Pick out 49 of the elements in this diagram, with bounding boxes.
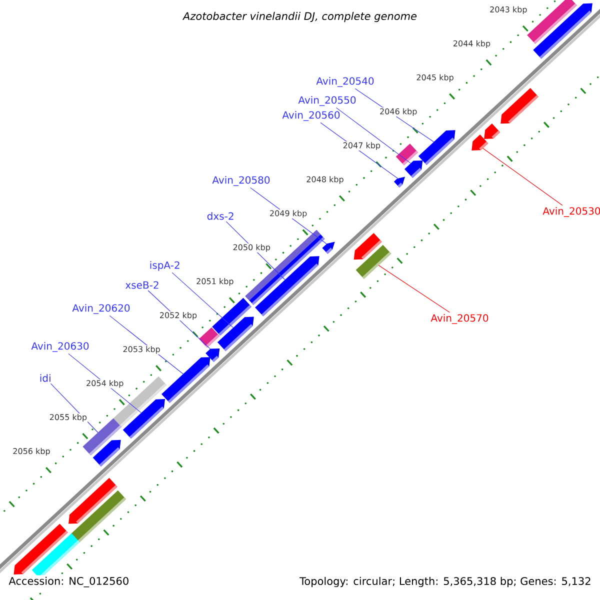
gene-label: Avin_20540 — [316, 77, 374, 87]
tick-label: 2048 kbp — [306, 176, 344, 184]
gene-label: Avin_20530 — [542, 207, 600, 217]
gene-feature — [394, 176, 406, 188]
gene-feature — [533, 3, 592, 59]
leader-line — [378, 264, 450, 313]
accession-text: Accession: NC_012560 — [7, 575, 131, 589]
leader-line — [336, 107, 412, 164]
gene-feature — [404, 160, 423, 178]
gene-feature — [92, 440, 121, 466]
tick-label: 2051 kbp — [196, 277, 234, 286]
gene-bar — [199, 327, 220, 348]
gene-bar — [356, 244, 392, 279]
gene-feature — [322, 242, 335, 254]
tick-label: 2050 kbp — [232, 243, 272, 252]
tick-label: 2049 kbp — [268, 210, 308, 218]
gene-feature — [484, 124, 500, 139]
gene-label: ispA-2 — [150, 261, 180, 271]
gene-bar — [70, 490, 126, 544]
tick-label: 2043 kbp — [488, 6, 528, 15]
title: Azotobacter vinelandii DJ, complete genome — [182, 12, 417, 22]
tick-label: 2047 kbp — [342, 142, 382, 150]
tick-label: 2055 kbp — [48, 413, 88, 422]
gene-label: Avin_20550 — [298, 96, 356, 106]
gene-feature — [217, 316, 254, 352]
tick-label: 2046 kbp — [378, 108, 418, 117]
gene-label: dxs-2 — [207, 212, 234, 220]
tick-label: 2056 kbp — [12, 447, 51, 456]
gene-label: Avin_20560 — [282, 111, 340, 121]
leader-line — [172, 272, 234, 328]
tick-label: 2053 kbp — [122, 345, 161, 354]
genome-info-text: Topology: circular; Length: 5,365,318 bp; Genes: 5,132 — [298, 575, 593, 589]
gene-feature — [122, 399, 165, 439]
gene-feature — [255, 256, 320, 316]
tick-label: 2054 kbp — [85, 379, 124, 388]
tick-label: 2044 kbp — [452, 40, 492, 49]
gene-feature — [162, 357, 210, 403]
gene-label: Avin_20620 — [72, 304, 130, 314]
gene-feature — [472, 134, 488, 151]
gene-feature — [500, 88, 538, 124]
gene-label: Avin_20630 — [31, 342, 89, 352]
leader-line — [482, 148, 563, 206]
gene-label: Avin_20570 — [430, 314, 488, 324]
tick-label: 2052 kbp — [158, 311, 198, 320]
gene-label: idi — [40, 374, 50, 382]
gene-label: xseB-2 — [125, 281, 158, 289]
gene-feature — [418, 130, 456, 165]
tick-label: 2045 kbp — [416, 74, 454, 83]
gene-label: Avin_20580 — [212, 176, 270, 186]
